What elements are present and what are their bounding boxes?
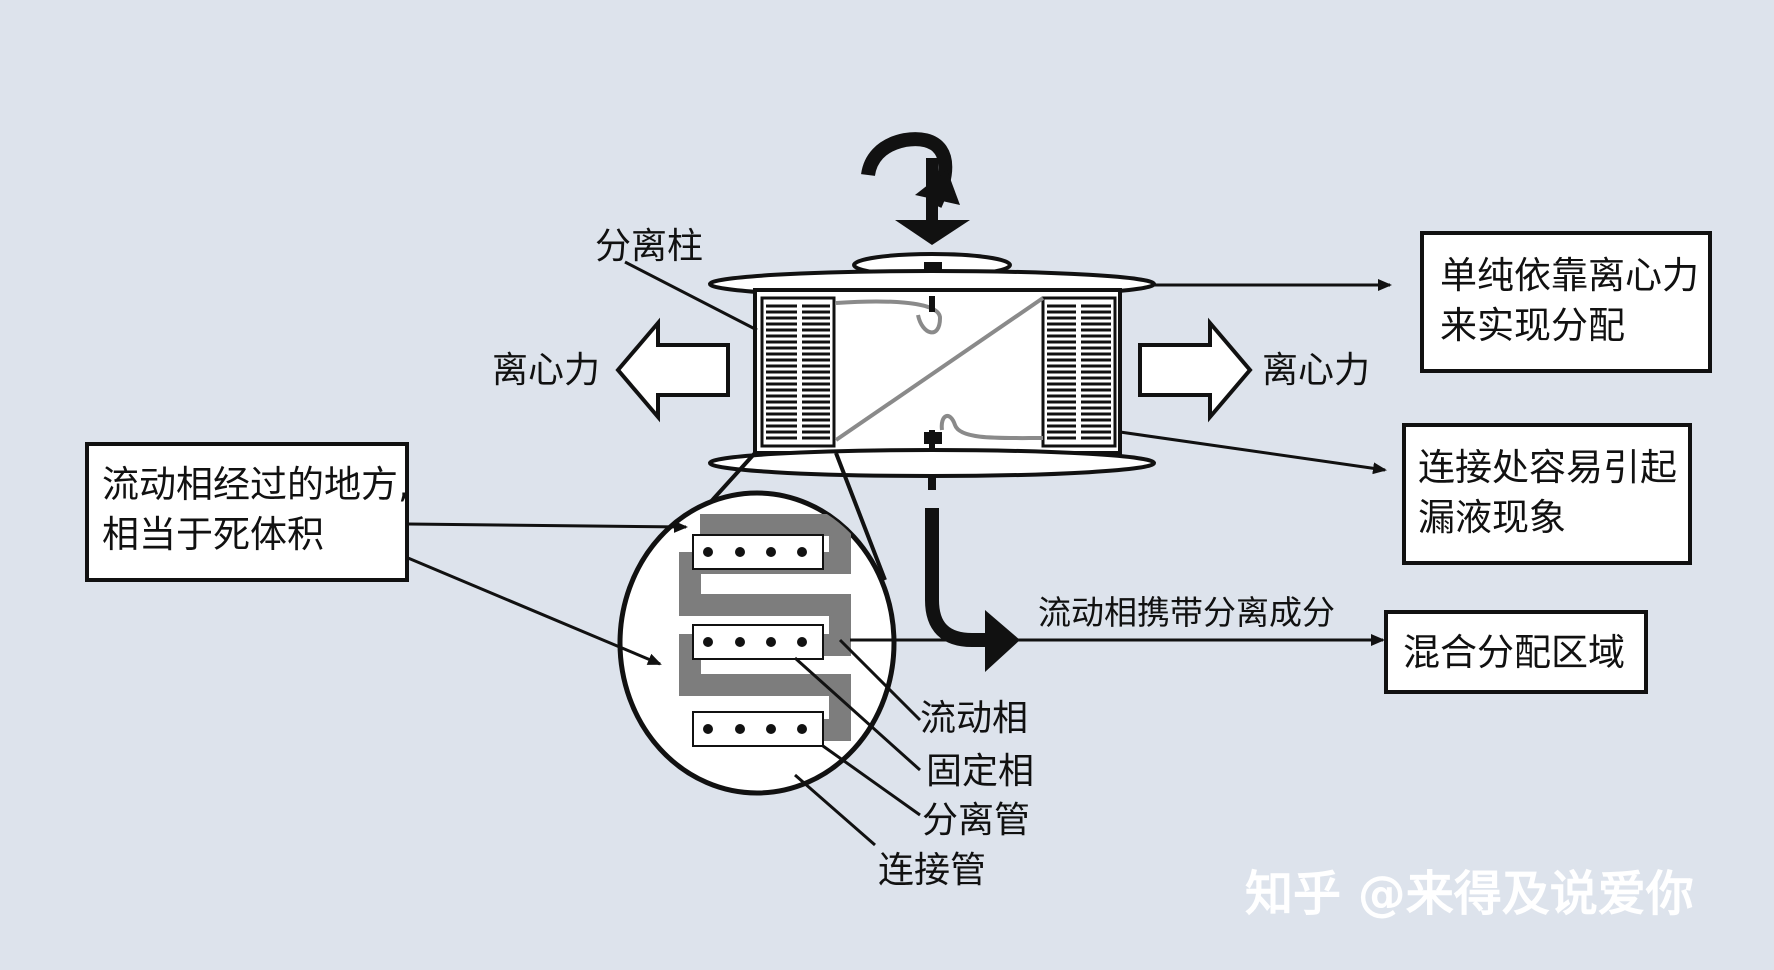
mixing-text: 混合分配区域 [1403, 631, 1625, 674]
stationary-phase-label: 固定相 [926, 751, 1034, 792]
centrifugal-label-left: 离心力 [492, 350, 600, 391]
dead-volume-text-1: 流动相经过的地方, [102, 463, 410, 506]
separation-column [708, 269, 1156, 478]
column-label: 分离柱 [595, 226, 703, 267]
rotation-arrow [861, 132, 970, 245]
centrifugal-arrow-left [615, 317, 730, 423]
mixing-box: 混合分配区域 [1384, 610, 1648, 694]
centrifugal-label-right: 离心力 [1262, 350, 1370, 391]
centrifugal-only-text-1: 单纯依靠离心力 [1440, 254, 1699, 297]
dead-volume-box: 流动相经过的地方, 相当于死体积 [85, 442, 410, 582]
mobile-carries-label: 流动相携带分离成分 [1038, 593, 1335, 632]
centrifugal-only-box: 单纯依靠离心力 来实现分配 [1420, 231, 1712, 373]
outlet-flow [925, 476, 1020, 672]
leader-lines [407, 260, 1392, 847]
watermark: 知乎 @来得及说爱你 [1245, 866, 1694, 922]
leak-text-2: 漏液现象 [1418, 496, 1566, 539]
leak-text-1: 连接处容易引起 [1418, 446, 1677, 489]
separation-tube-label: 分离管 [922, 800, 1030, 841]
centrifugal-arrow-right [1138, 317, 1253, 423]
connecting-tube-label: 连接管 [878, 850, 986, 891]
leak-box: 连接处容易引起 漏液现象 [1402, 423, 1692, 565]
centrifugal-only-text-2: 来实现分配 [1440, 304, 1625, 347]
mobile-phase-label: 流动相 [920, 698, 1028, 739]
magnified-view [617, 451, 897, 796]
dead-volume-text-2: 相当于死体积 [102, 513, 324, 556]
